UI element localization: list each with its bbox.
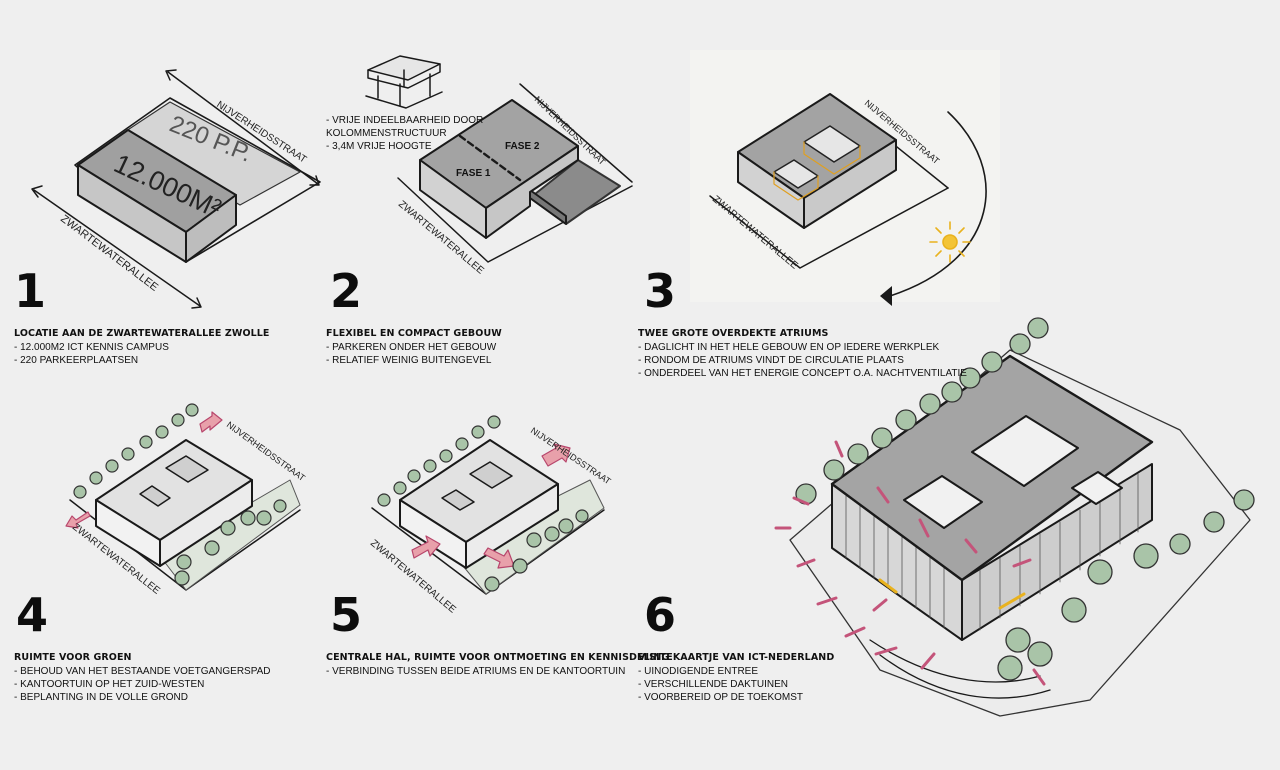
sketch-2-phases: FASE 1 FASE 2 NIJVERHEIDSSTRAAT ZWARTEWA… xyxy=(365,55,633,277)
sketch-6-accent-strokes xyxy=(774,440,1046,686)
panel-3-bullet: - RONDOM DE ATRIUMS VINDT DE CIRCULATIE … xyxy=(638,355,904,366)
panel-1-number: 1 xyxy=(14,264,47,318)
panel-2-title: FLEXIBEL EN COMPACT GEBOUW xyxy=(326,328,502,339)
panel-4-bullet: - KANTOORTUIN OP HET ZUID-WESTEN xyxy=(14,679,205,690)
panel-2-note-line: - VRIJE INDEELBAARHEID DOOR xyxy=(326,115,484,126)
panel-2-note-line: - 3,4M VRIJE HOOGTE xyxy=(326,141,432,152)
panel-3-number: 3 xyxy=(644,264,677,318)
sketch-1-site: 220 P.P. 12.000M² NIJVERHEIDSSTRAAT ZWAR… xyxy=(31,69,321,309)
panel-6-bullet: - VERSCHILLENDE DAKTUINEN xyxy=(638,679,789,690)
panel-1-bullet: - 12.000M2 ICT KENNIS CAMPUS xyxy=(14,342,169,353)
sketch-6-trees xyxy=(795,317,1255,681)
panel-1-title: LOCATIE AAN DE ZWARTEWATERALLEE ZWOLLE xyxy=(14,328,270,339)
panel-6-bullet: - UINODIGENDE ENTREE xyxy=(638,666,759,677)
panel-4-bullet: - BEHOUD VAN HET BESTAANDE VOETGANGERSPA… xyxy=(14,666,271,677)
panel-6-number: 6 xyxy=(644,588,677,642)
panel-3-title: TWEE GROTE OVERDEKTE ATRIUMS xyxy=(638,328,829,339)
panel-2-bullet: - RELATIEF WEINIG BUITENGEVEL xyxy=(326,355,492,366)
panel-5-bullets: - VERBINDING TUSSEN BEIDE ATRIUMS EN DE … xyxy=(326,665,625,678)
panel-6-bullet: - VOORBEREID OP DE TOEKOMST xyxy=(638,692,804,703)
panel-3-bullet: - ONDERDEEL VAN HET ENERGIE CONCEPT O.A.… xyxy=(638,368,967,379)
panel-5-number: 5 xyxy=(330,588,363,642)
panel-4-number: 4 xyxy=(16,588,49,642)
panel-5-title: CENTRALE HAL, RUIMTE VOOR ONTMOETING EN … xyxy=(326,652,670,663)
panel-4-bullets: - BEHOUD VAN HET BESTAANDE VOETGANGERSPA… xyxy=(14,665,271,704)
column-structure-icon xyxy=(365,55,443,109)
panel-2-note: - VRIJE INDEELBAARHEID DOOR KOLOMMENSTRU… xyxy=(326,114,483,153)
sketch-3-atriums: NIJVERHEIDSSTRAAT ZWARTEWATERALLEE xyxy=(690,50,1000,306)
panel-1-bullet: - 220 PARKEERPLAATSEN xyxy=(14,355,139,366)
sketch-4-green: NIJVERHEIDSSTRAAT ZWARTEWATERALLEE xyxy=(65,411,307,597)
phase-1-label: FASE 1 xyxy=(456,168,491,179)
sketch-4-trees xyxy=(73,403,287,586)
panel-6-title: VISITEKAARTJE VAN ICT-NEDERLAND xyxy=(638,652,835,663)
panel-3-bullets: - DAGLICHT IN HET HELE GEBOUW EN OP IEDE… xyxy=(638,341,967,380)
panel-6-bullets: - UINODIGENDE ENTREE - VERSCHILLENDE DAK… xyxy=(638,665,803,704)
phase-2-label: FASE 2 xyxy=(505,141,540,152)
sketch-6-visitekaartje xyxy=(789,349,1251,717)
panel-5-bullet: - VERBINDING TUSSEN BEIDE ATRIUMS EN DE … xyxy=(326,666,626,677)
panel-4-title: RUIMTE VOOR GROEN xyxy=(14,652,132,663)
sketch-5-trees xyxy=(377,415,589,592)
sketch-5-hall: NIJVERHEIDSSTRAAT ZWARTEWATERALLEE xyxy=(368,425,613,615)
panel-4-bullet: - BEPLANTING IN DE VOLLE GROND xyxy=(14,692,188,703)
panel-2-bullets: - PARKEREN ONDER HET GEBOUW - RELATIEF W… xyxy=(326,341,496,367)
panel-2-bullet: - PARKEREN ONDER HET GEBOUW xyxy=(326,342,497,353)
sun-icon xyxy=(929,221,971,263)
panel-2-note-line: KOLOMMENSTRUCTUUR xyxy=(326,128,447,139)
panel-1-bullets: - 12.000M2 ICT KENNIS CAMPUS - 220 PARKE… xyxy=(14,341,169,367)
panel-2-number: 2 xyxy=(330,264,363,318)
panel-3-bullet: - DAGLICHT IN HET HELE GEBOUW EN OP IEDE… xyxy=(638,342,940,353)
